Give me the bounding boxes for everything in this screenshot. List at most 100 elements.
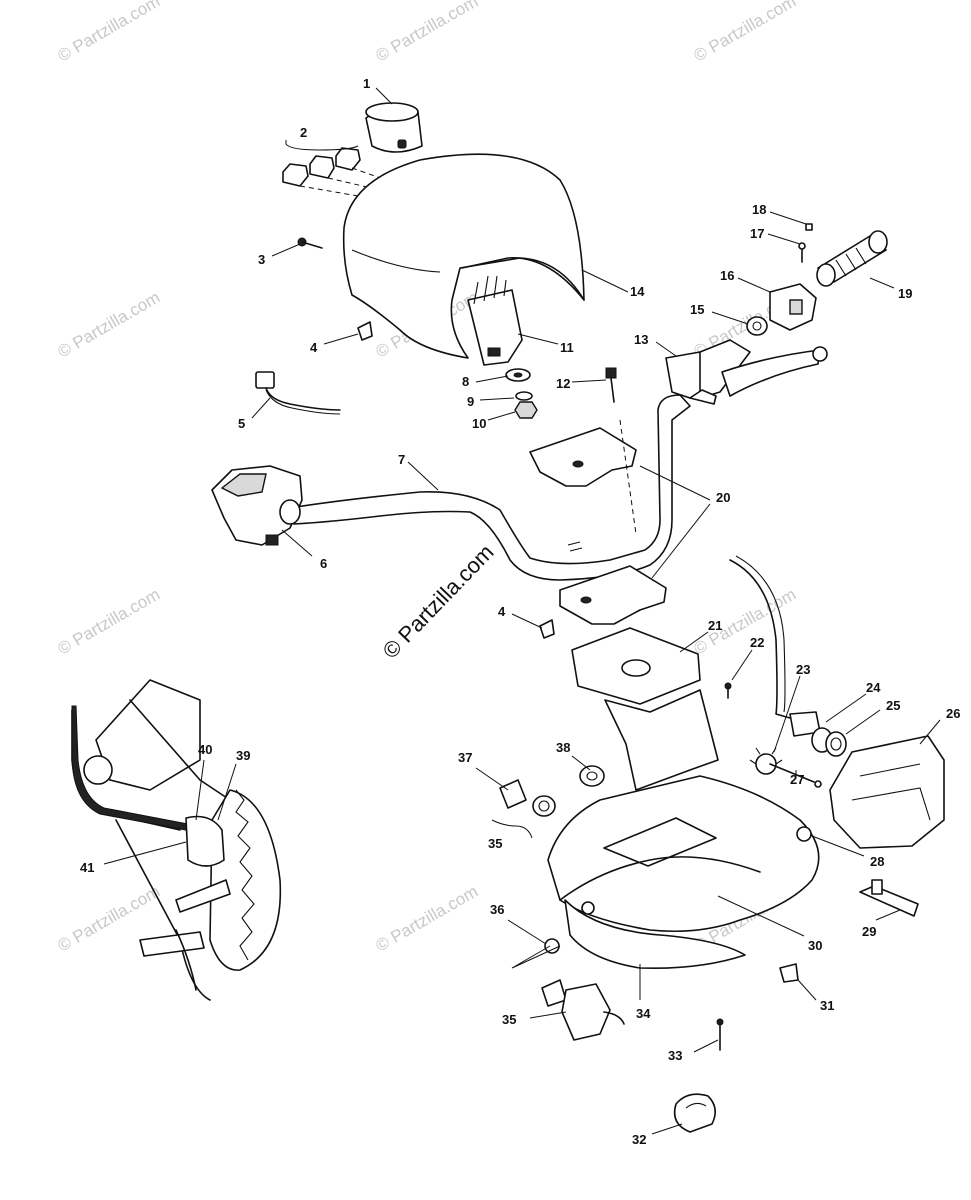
part-14-pod-cover: [342, 153, 585, 359]
callout-35-upper: 35: [488, 836, 502, 851]
part-3-screw: [297, 237, 323, 249]
callout-23: 23: [796, 662, 810, 677]
callout-32: 32: [632, 1132, 646, 1147]
part-23-socket: [749, 747, 783, 775]
callout-2: 2: [300, 125, 307, 140]
part-17-screw: [798, 242, 806, 263]
part-13-brake-lever: [665, 339, 828, 405]
watermark-tile: © Partzilla.com: [373, 0, 482, 65]
callout-3: 3: [258, 252, 265, 267]
part-15-spacer: [746, 316, 768, 336]
callout-26: 26: [946, 706, 960, 721]
callout-11: 11: [560, 340, 574, 355]
callout-14: 14: [630, 284, 645, 299]
callout-27: 27: [790, 772, 804, 787]
part-10-nut: [514, 401, 538, 419]
part-24-bulb: [789, 711, 833, 753]
callout-10: 10: [472, 416, 486, 431]
callout-18: 18: [752, 202, 766, 217]
callout-8: 8: [462, 374, 469, 389]
part-16-throttle-housing: [769, 283, 817, 331]
callout-36: 36: [490, 902, 504, 917]
part-37-switch: [499, 779, 556, 817]
callout-1: 1: [363, 76, 370, 91]
part-18-cap: [805, 223, 813, 231]
callout-28: 28: [870, 854, 884, 869]
callout-30: 30: [808, 938, 822, 953]
headlight-wire-inner: [735, 555, 786, 713]
part-20-clamp-upper: [529, 427, 637, 487]
callout-16: 16: [720, 268, 734, 283]
part-25-ring: [825, 731, 847, 757]
part-7-handlebar: [289, 394, 691, 581]
callout-39: 39: [236, 748, 250, 763]
watermark-tile: © Partzilla.com: [55, 288, 164, 362]
part-1-gauge: [365, 102, 423, 153]
part-29-connector: [859, 879, 919, 917]
callout-41: 41: [80, 860, 94, 875]
callout-31: 31: [820, 998, 834, 1013]
callout-6: 6: [320, 556, 327, 571]
callout-5: 5: [238, 416, 245, 431]
callout-29: 29: [862, 924, 876, 939]
callout-13: 13: [634, 332, 648, 347]
callout-40: 40: [198, 742, 212, 757]
part-36-nut: [544, 901, 595, 954]
part-4-clip: [357, 321, 373, 341]
callout-7: 7: [398, 452, 405, 467]
callout-25: 25: [886, 698, 900, 713]
part-35-switch: [541, 979, 625, 1041]
part-32-clamp: [673, 1093, 716, 1133]
leader-lines: [103, 87, 941, 1135]
part-33-screw: [716, 1018, 724, 1051]
part-12-bolt: [605, 367, 617, 403]
callout-17: 17: [750, 226, 764, 241]
part-27-adjusting-screw: [769, 763, 822, 788]
watermark-tile: © Partzilla.com: [55, 0, 164, 65]
part-34-lower-cover: [564, 899, 746, 970]
part-19-grip: [816, 230, 888, 287]
callout-38: 38: [556, 740, 570, 755]
callout-24: 24: [866, 680, 881, 695]
callout-37: 37: [458, 750, 472, 765]
part-8-washer: [505, 368, 531, 382]
callout-21: 21: [708, 618, 722, 633]
part-5-wire-connector: [255, 371, 341, 415]
callout-labels: 1 2 3 4 5 6 7 8 9 10 11 12 13 14 15 16 1…: [80, 76, 960, 1147]
callout-20: 20: [716, 490, 730, 505]
part-20-clamp-lower: [559, 565, 667, 625]
callout-35: 35: [502, 1012, 516, 1027]
watermark-main: © Partzilla.com: [378, 539, 499, 663]
part-31-clip: [779, 963, 799, 983]
callout-15: 15: [690, 302, 704, 317]
part-11-connector: [467, 275, 523, 366]
headlight-wire: [729, 559, 791, 719]
part-21-bracket: [571, 627, 719, 791]
watermark-tile: © Partzilla.com: [691, 585, 800, 659]
part-4-clip-lower: [539, 619, 555, 639]
part-22-screw: [724, 682, 732, 699]
callout-4: 4: [310, 340, 318, 355]
part-38-nut: [579, 765, 605, 787]
guide-line: [619, 419, 637, 535]
watermark-tile: © Partzilla.com: [691, 0, 800, 65]
part-30-shroud: [547, 775, 820, 932]
part-26-headlight: [829, 735, 945, 849]
callout-19: 19: [898, 286, 912, 301]
callout-22: 22: [750, 635, 764, 650]
watermark-tile: © Partzilla.com: [373, 882, 482, 956]
part-28-o-ring: [796, 826, 812, 842]
bracket-35: [491, 819, 533, 839]
callout-34: 34: [636, 1006, 651, 1021]
callout-12: 12: [556, 376, 570, 391]
watermark-tile: © Partzilla.com: [55, 585, 164, 659]
part-6-switch-housing: [211, 465, 303, 546]
part-2-indicator-lights: [282, 147, 393, 199]
callout-9: 9: [467, 394, 474, 409]
callout-33: 33: [668, 1048, 682, 1063]
part-9-washer: [515, 391, 533, 401]
inset-frame-brake: [71, 679, 282, 1001]
bracket-35-lower: [511, 945, 561, 969]
callout-4-lower: 4: [498, 604, 506, 619]
